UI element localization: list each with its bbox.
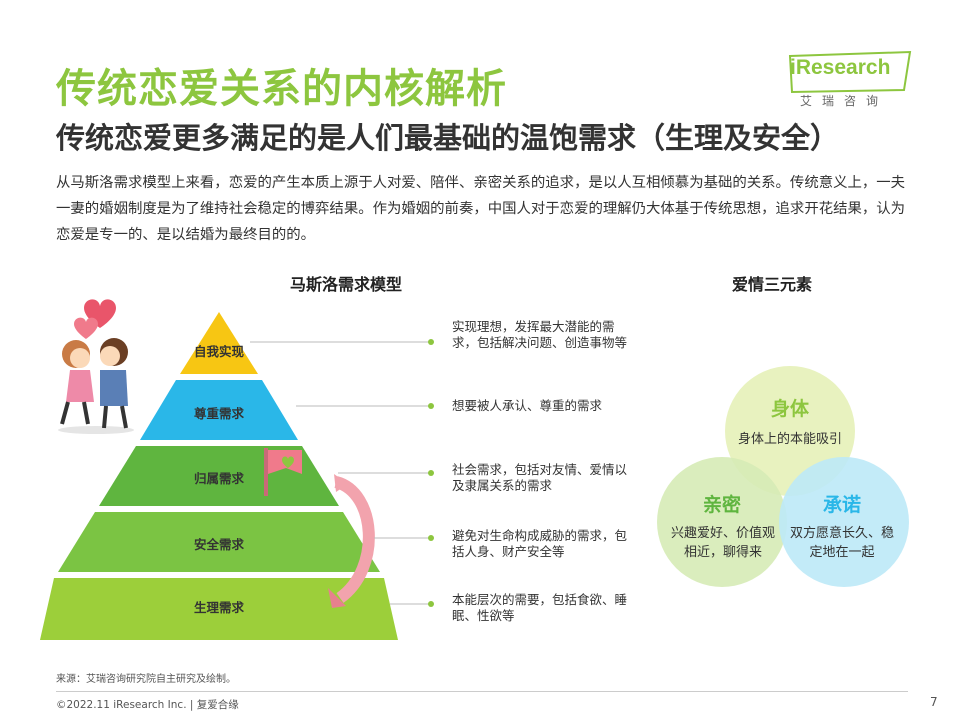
pyramid-level-safety [58, 512, 380, 572]
pyramid-label-esteem: 尊重需求 [193, 406, 244, 421]
page-title: 传统恋爱关系的内核解析 [56, 66, 507, 112]
desc-esteem: 想要被人承认、尊重的需求 [452, 398, 603, 413]
love-elements-heading: 爱情三元素 [732, 275, 813, 294]
venn-circle-commitment [779, 457, 909, 587]
source-note: 来源：艾瑞咨询研究院自主研究及绘制。 [56, 674, 236, 685]
maslow-pyramid [40, 312, 398, 640]
pyramid-level-esteem [140, 380, 298, 440]
venn-text-intimacy: 兴趣爱好、价值观相近，聊得来 [670, 526, 775, 560]
venn-circle-intimacy [657, 457, 787, 587]
pyramid-label-safety: 安全需求 [193, 537, 244, 552]
maslow-heading: 马斯洛需求模型 [290, 275, 403, 294]
footer-copyright: ©2022.11 iResearch Inc. | 复爱合缘 [56, 699, 239, 711]
venn-text-commitment: 双方愿意长久、稳定地在一起 [790, 526, 895, 560]
couple-illustration [58, 299, 134, 434]
desc-safety: 避免对生命构成威胁的需求，包括人身、财产安全等 [452, 528, 628, 559]
logo-text: iResearch [790, 56, 891, 79]
connector-lines [250, 339, 434, 607]
iresearch-logo [788, 50, 912, 94]
curved-arrow-icon [333, 476, 375, 603]
venn-title-body: 身体 [770, 398, 809, 420]
pyramid-label-belonging: 归属需求 [193, 471, 244, 486]
page-number: 7 [930, 695, 938, 709]
venn-title-intimacy: 亲密 [702, 494, 741, 516]
desc-self-actualization: 实现理想，发挥最大潜能的需求，包括解决问题、创造事物等 [452, 319, 628, 350]
love-venn-diagram [657, 366, 909, 587]
pyramid-level-physiological [40, 578, 398, 640]
venn-text-body-main: 身体上的本能吸引 [737, 432, 842, 447]
pyramid-level-self-actualization [180, 312, 258, 374]
venn-title-commitment: 承诺 [822, 494, 861, 516]
pyramid-label-physiological: 生理需求 [193, 600, 244, 615]
heart-flag-icon [264, 448, 302, 496]
pyramid-label-self-actualization: 自我实现 [193, 344, 244, 359]
heart-icon [74, 299, 116, 339]
page-subtitle: 传统恋爱更多满足的是人们最基础的温饱需求（生理及安全） [56, 121, 840, 155]
desc-belonging: 社会需求，包括对友情、爱情以及隶属关系的需求 [452, 462, 628, 493]
footer-divider [56, 691, 908, 692]
desc-physiological: 本能层次的需要，包括食欲、睡眠、性欲等 [452, 592, 628, 623]
intro-paragraph: 从马斯洛需求模型上来看，恋爱的产生本质上源于人对爱、陪伴、亲密关系的追求，是以人… [56, 175, 906, 243]
logo-subtext: 艾瑞咨询 [800, 94, 889, 108]
